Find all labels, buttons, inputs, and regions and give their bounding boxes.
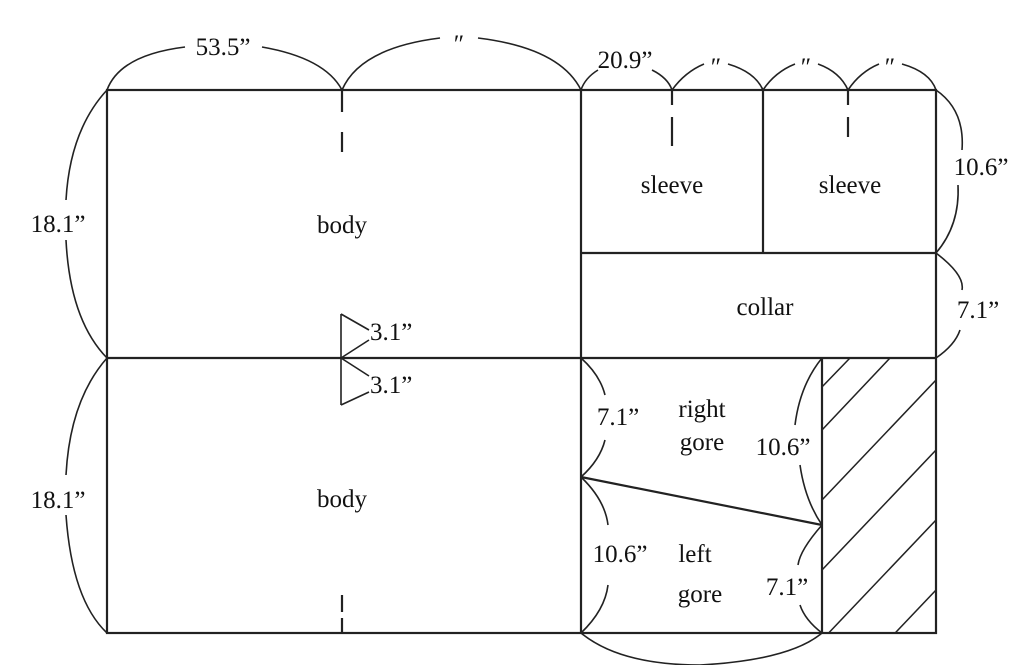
waste-hatch	[822, 358, 936, 633]
sleeve-left-label: sleeve	[641, 172, 703, 199]
sleeve-right-label: sleeve	[819, 172, 881, 199]
left-gore-right-dim: 7.1”	[766, 574, 808, 601]
collar-height-dim: 7.1”	[957, 297, 999, 324]
collar-label: collar	[737, 294, 795, 321]
same-mark: ″	[711, 54, 721, 81]
same-mark: ″	[454, 31, 464, 58]
same-mark: ″	[885, 54, 895, 81]
dimension-arcs	[65, 37, 964, 665]
body-top-label: body	[317, 212, 368, 239]
notch-top-dim: 3.1”	[370, 319, 412, 346]
left-gore-label-1: left	[678, 541, 711, 568]
left-gore-left-dim: 10.6”	[593, 541, 648, 568]
right-gore-left-dim: 7.1”	[597, 404, 639, 431]
right-gore-right-dim: 10.6”	[756, 434, 811, 461]
same-mark: ″	[801, 54, 811, 81]
left-gore-label-2: gore	[678, 581, 722, 608]
sleeve-height-dim: 10.6”	[954, 154, 1009, 181]
right-gore-label-1: right	[678, 396, 725, 423]
notch-bottom-dim: 3.1”	[370, 372, 412, 399]
notch-marker	[340, 313, 370, 406]
body-height-bottom-dim: 18.1”	[31, 487, 86, 514]
body-bottom-label: body	[317, 486, 368, 513]
right-gore-label-2: gore	[680, 429, 724, 456]
sleeve-width-dim: 20.9”	[598, 47, 653, 74]
body-height-top-dim: 18.1”	[31, 211, 86, 238]
cutting-lines	[105, 88, 938, 635]
body-length-dim: 53.5”	[196, 34, 251, 61]
